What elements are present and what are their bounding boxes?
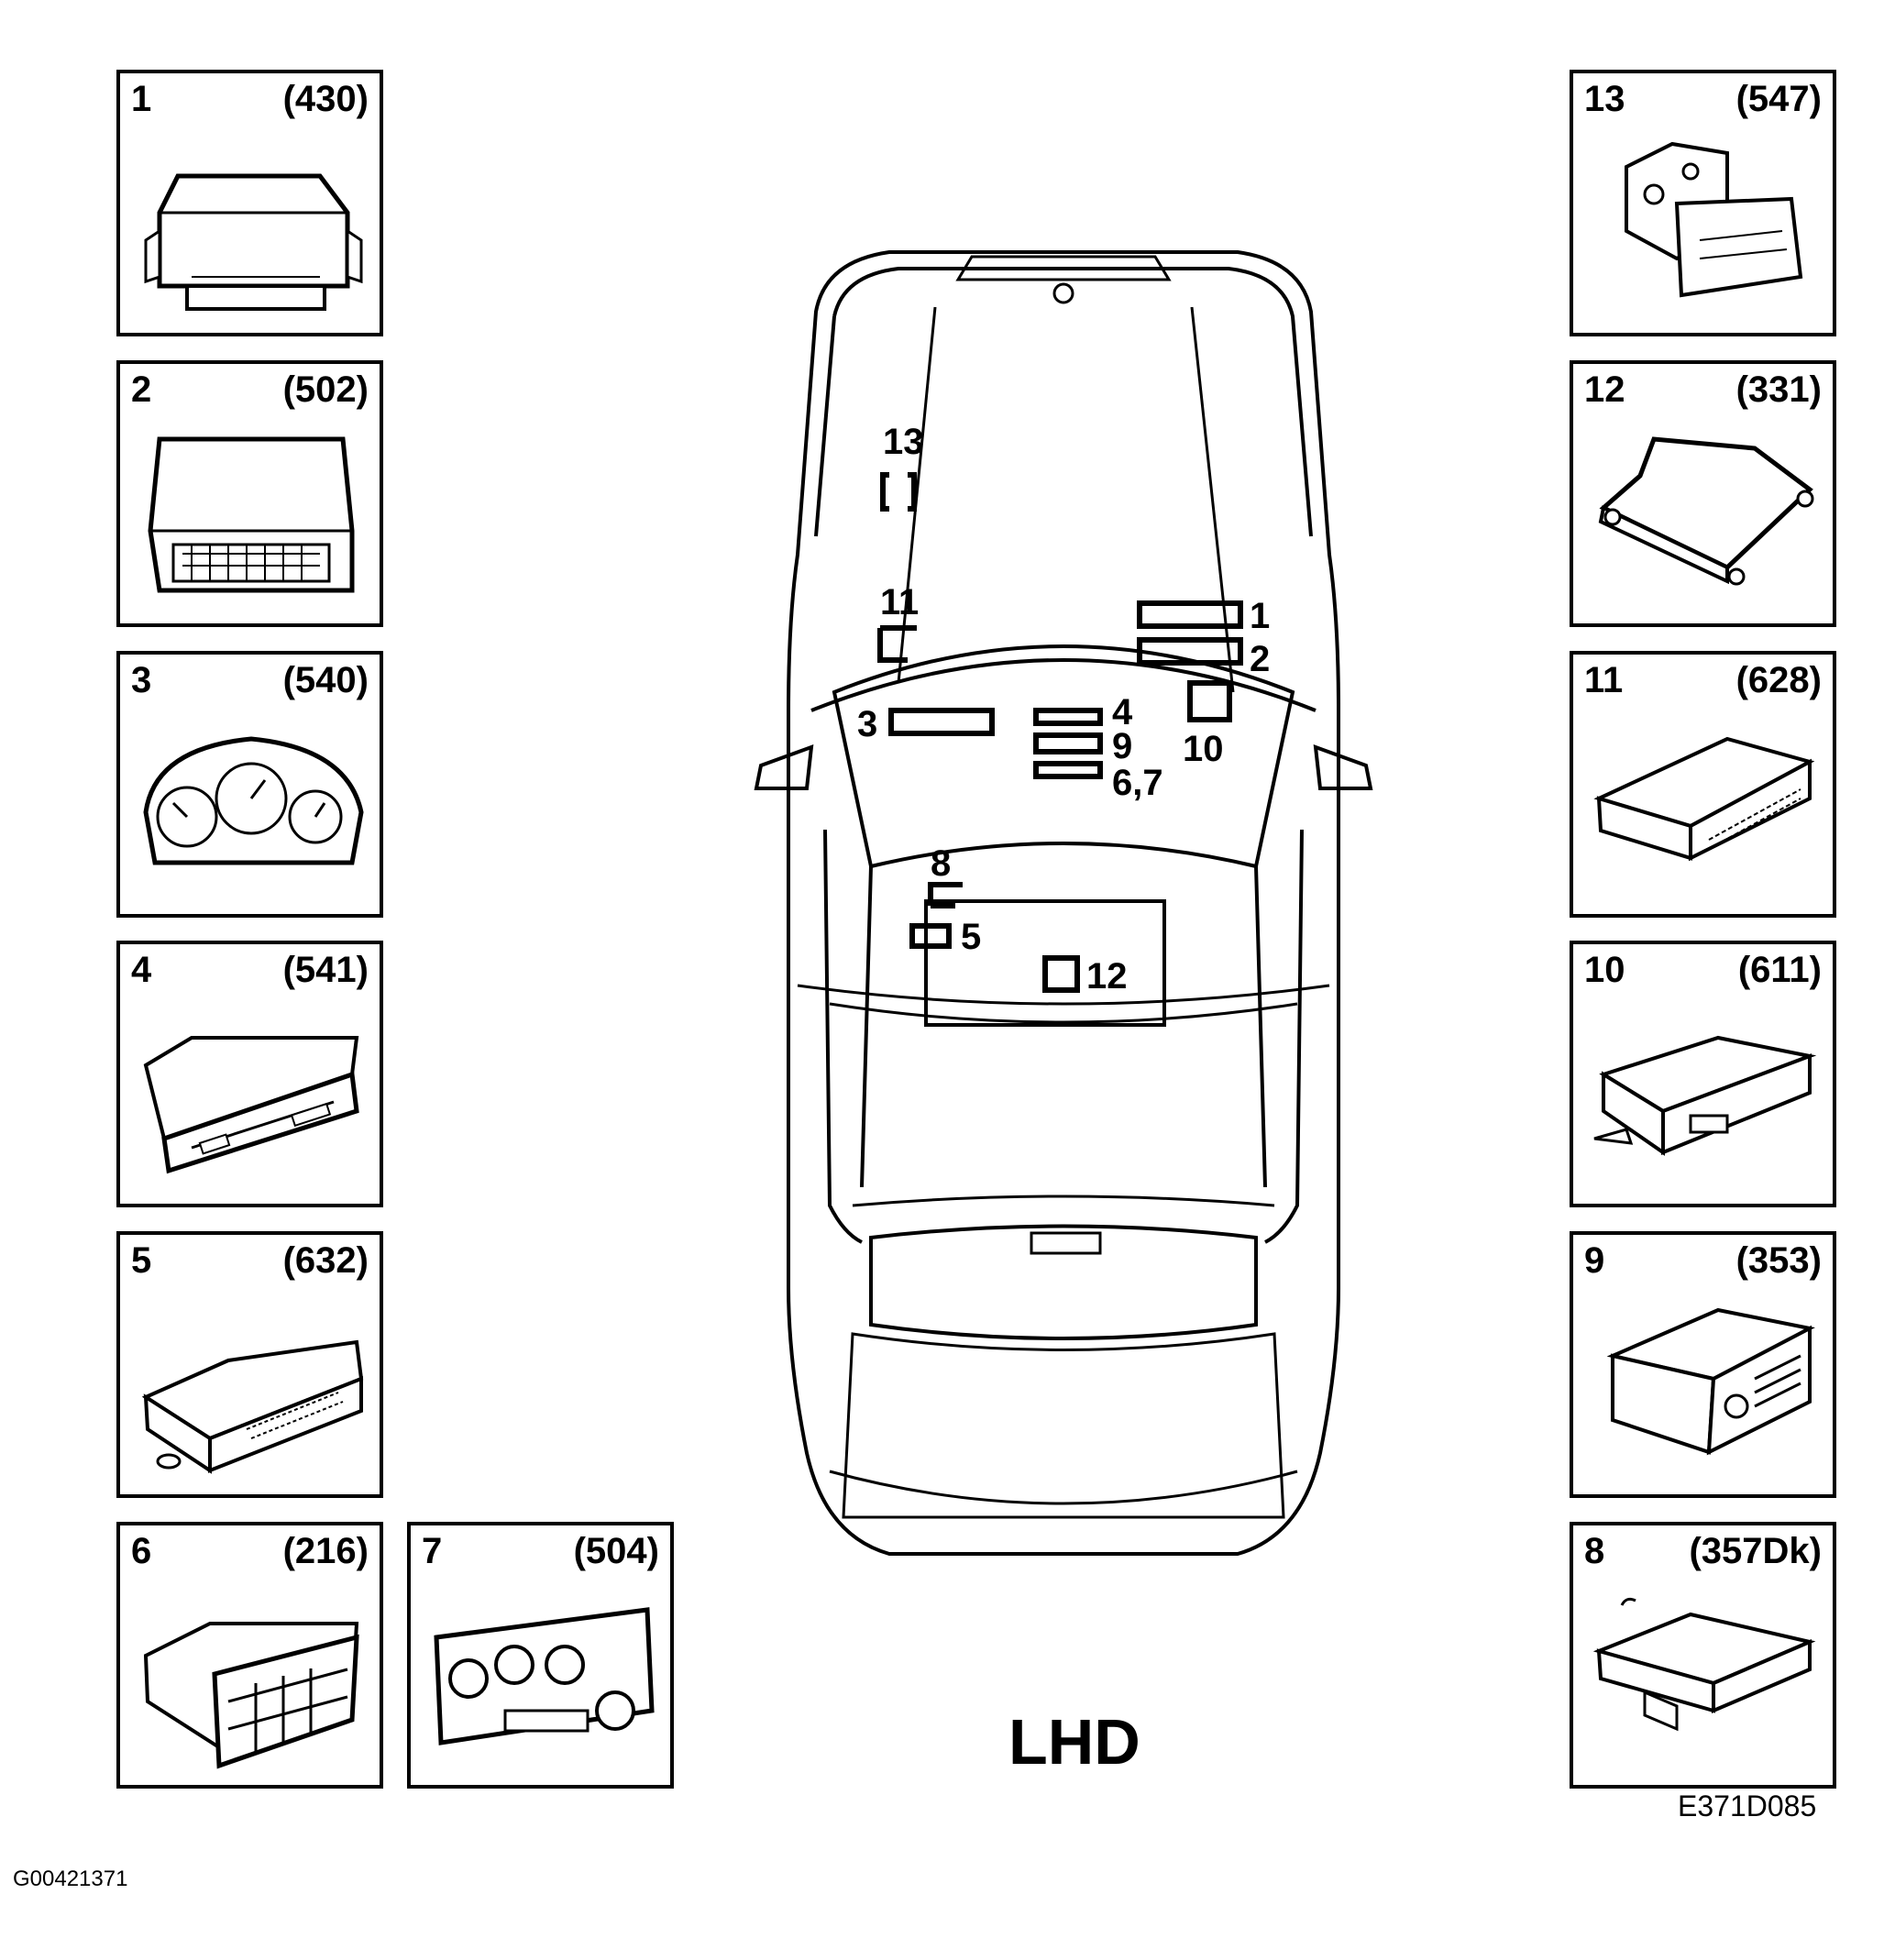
panel-code: (430) (282, 79, 369, 119)
airbag-module-icon (1598, 436, 1814, 586)
display-panel-icon (143, 1036, 359, 1174)
module-panel-7: 7 (504) (407, 1522, 674, 1789)
panel-code: (547) (1735, 79, 1822, 119)
module-panel-2: 2 (502) (116, 360, 383, 627)
sunroof-outline (924, 899, 1166, 1027)
instrument-cluster-icon (143, 736, 364, 865)
panel-code: (632) (282, 1240, 369, 1281)
panel-code: (504) (573, 1531, 659, 1571)
loc-label-5: 5 (961, 917, 981, 957)
drive-side-label: LHD (1008, 1706, 1140, 1778)
panel-number: 5 (131, 1240, 152, 1281)
loc-9-marker (1033, 732, 1103, 754)
panel-number: 13 (1584, 79, 1625, 119)
abs-hydraulic-unit-icon (1625, 141, 1803, 298)
panel-code: (541) (282, 950, 369, 990)
loc-8-marker (928, 882, 963, 908)
rear-window (869, 1224, 1258, 1340)
loc-label-11: 11 (880, 582, 919, 622)
radio-unit-icon (1606, 1307, 1815, 1456)
loc-11-marker (877, 625, 917, 663)
panel-number: 12 (1584, 369, 1625, 410)
loc-12-marker (1042, 955, 1080, 993)
control-unit-connector-icon (148, 436, 355, 593)
car-body-outline (787, 250, 1340, 1556)
panel-code: (353) (1735, 1240, 1822, 1281)
loc-label-13: 13 (883, 422, 924, 462)
panel-number: 3 (131, 660, 152, 700)
loc-10-marker (1187, 680, 1232, 722)
climate-control-panel-icon (143, 1622, 359, 1769)
module-panel-11: 11 (628) (1570, 651, 1836, 918)
panel-code: (628) (1735, 660, 1822, 700)
module-panel-10: 10 (611) (1570, 941, 1836, 1207)
loc-label-10: 10 (1183, 729, 1224, 769)
loc-label-1: 1 (1250, 596, 1270, 636)
module-panel-9: 9 (353) (1570, 1231, 1836, 1498)
module-panel-6: 6 (216) (116, 1522, 383, 1789)
module-panel-8: 8 (357Dk) (1570, 1522, 1836, 1789)
panel-number: 6 (131, 1531, 152, 1571)
panel-number: 8 (1584, 1531, 1605, 1571)
module-panel-4: 4 (541) (116, 941, 383, 1207)
panel-number: 1 (131, 79, 152, 119)
right-mirror (1313, 744, 1373, 790)
module-panel-1: 1 (430) (116, 70, 383, 336)
loc-5-marker (909, 923, 952, 949)
heater-control-knobs-icon (434, 1607, 655, 1745)
panel-code: (331) (1735, 369, 1822, 410)
loc-label-9: 9 (1112, 726, 1132, 766)
figure-reference: E371D085 (1678, 1789, 1817, 1822)
module-panel-5: 5 (632) (116, 1231, 383, 1498)
panel-number: 4 (131, 950, 152, 990)
panel-number: 11 (1584, 660, 1624, 700)
panel-code: (540) (282, 660, 369, 700)
module-panel-12: 12 (331) (1570, 360, 1836, 627)
control-box-icon (1593, 736, 1815, 862)
panel-number: 7 (422, 1531, 443, 1571)
module-panel-3: 3 (540) (116, 651, 383, 918)
left-mirror (754, 744, 814, 790)
alarm-module-icon (1592, 1597, 1816, 1732)
panel-number: 2 (131, 369, 152, 410)
loc-label-4: 4 (1112, 692, 1133, 732)
car-location-diagram: 13 11 1 2 10 3 4 9 6,7 8 5 12 (754, 250, 1373, 1556)
control-module-icon (141, 1339, 364, 1474)
loc-label-2: 2 (1250, 639, 1270, 679)
loc-2-marker (1137, 637, 1243, 666)
panel-code: (357Dk) (1689, 1531, 1822, 1571)
loc-1-marker (1137, 600, 1243, 629)
panel-number: 10 (1584, 950, 1625, 990)
loc-67-marker (1033, 761, 1103, 779)
control-unit-icon (144, 173, 363, 311)
module-panel-13: 13 (547) (1570, 70, 1836, 336)
loc-13-marker (880, 472, 917, 512)
loc-label-8: 8 (931, 843, 951, 884)
panel-code: (216) (282, 1531, 369, 1571)
relay-module-icon (1593, 1035, 1817, 1156)
windshield (832, 644, 1295, 869)
loc-label-12: 12 (1086, 956, 1128, 997)
loc-label-67: 6,7 (1112, 763, 1163, 803)
loc-4-marker (1033, 708, 1103, 726)
panel-code: (611) (1737, 950, 1822, 990)
panel-number: 9 (1584, 1240, 1605, 1281)
graphic-id: G00421371 (13, 1866, 128, 1891)
loc-label-3: 3 (857, 704, 877, 744)
loc-3-marker (888, 708, 995, 736)
panel-code: (502) (282, 369, 369, 410)
